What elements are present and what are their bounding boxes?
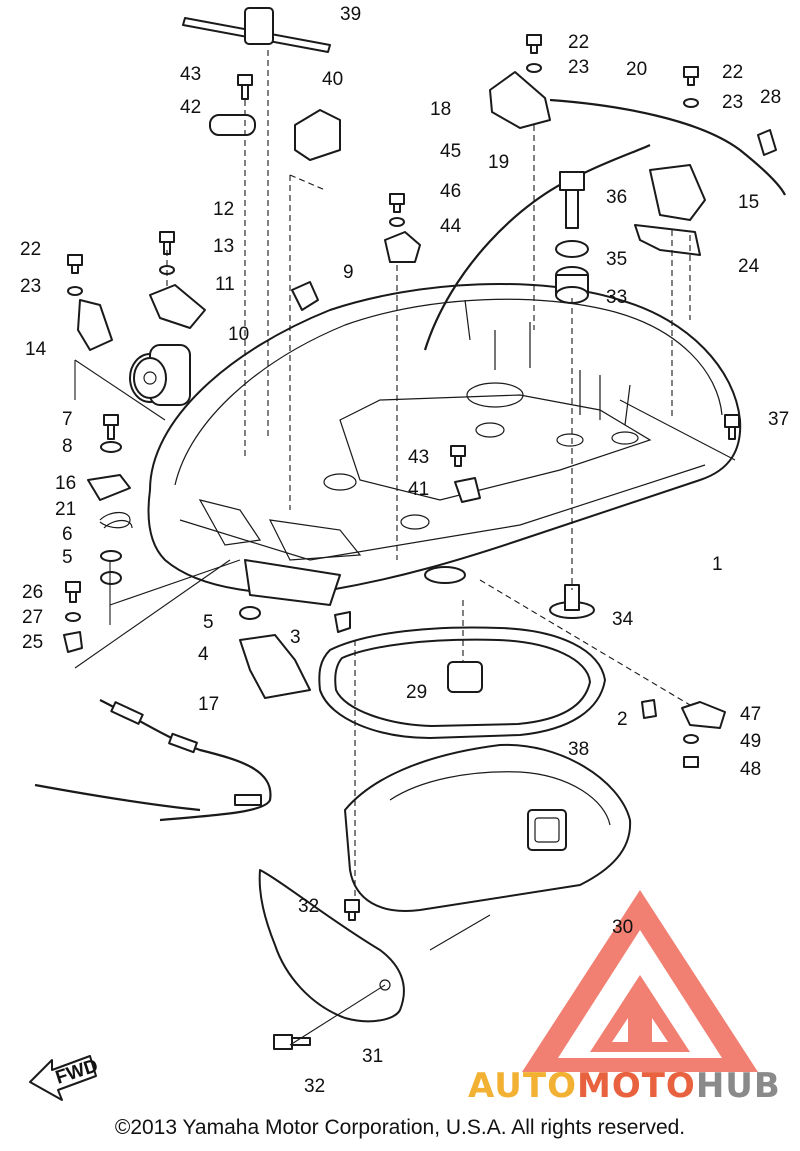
callout-15: 15 bbox=[738, 192, 759, 213]
callout-46: 46 bbox=[440, 181, 461, 202]
copyright-footer: ©2013 Yamaha Motor Corporation, U.S.A. A… bbox=[114, 1116, 686, 1139]
callout-23a: 23 bbox=[20, 276, 41, 297]
callout-9: 9 bbox=[343, 262, 354, 283]
small-parts bbox=[63, 7, 786, 1050]
callout-12: 12 bbox=[213, 199, 234, 220]
callout-30: 30 bbox=[612, 917, 633, 938]
callout-35: 35 bbox=[606, 249, 627, 270]
callout-16: 16 bbox=[55, 473, 76, 494]
callout-28: 28 bbox=[760, 87, 781, 108]
callout-2: 2 bbox=[617, 709, 628, 730]
callout-49: 49 bbox=[740, 731, 761, 752]
callout-23c: 23 bbox=[722, 92, 743, 113]
callout-38: 38 bbox=[568, 739, 589, 760]
callout-24: 24 bbox=[738, 256, 760, 277]
callout-5b: 5 bbox=[203, 612, 214, 633]
watermark-auto: AUTO bbox=[468, 1066, 577, 1106]
callout-14: 14 bbox=[25, 339, 47, 360]
callout-8: 8 bbox=[62, 436, 73, 457]
callout-6: 6 bbox=[62, 524, 73, 545]
remote-cable-part-17 bbox=[34, 699, 272, 822]
fwd-arrow-icon: FWD bbox=[29, 1055, 101, 1101]
callout-25: 25 bbox=[22, 632, 43, 653]
callout-22c: 22 bbox=[722, 62, 743, 83]
callout-13: 13 bbox=[213, 236, 234, 257]
callout-3: 3 bbox=[290, 627, 301, 648]
watermark-logo: AUTOMOTOHUB bbox=[468, 1066, 781, 1106]
callout-22a: 22 bbox=[20, 239, 41, 260]
callout-5a: 5 bbox=[62, 547, 73, 568]
callout-34: 34 bbox=[612, 609, 634, 630]
callout-37: 37 bbox=[768, 409, 789, 430]
callout-45: 45 bbox=[440, 141, 461, 162]
callout-17: 17 bbox=[198, 694, 219, 715]
leader-lines bbox=[74, 50, 736, 1046]
callout-26: 26 bbox=[22, 582, 43, 603]
side-cover-part-31 bbox=[258, 869, 405, 1023]
callout-11: 11 bbox=[215, 274, 235, 295]
callout-40: 40 bbox=[322, 69, 343, 90]
callout-36: 36 bbox=[606, 187, 627, 208]
callout-18: 18 bbox=[430, 99, 451, 120]
bottom-cowling-part-1 bbox=[147, 283, 742, 606]
callout-39: 39 bbox=[340, 4, 361, 25]
callout-10: 10 bbox=[228, 324, 249, 345]
callout-7: 7 bbox=[62, 409, 73, 430]
callout-32a: 32 bbox=[298, 896, 319, 917]
callout-20: 20 bbox=[626, 59, 647, 80]
callout-43a: 43 bbox=[180, 64, 201, 85]
callout-29: 29 bbox=[406, 682, 427, 703]
lower-cover-part-30 bbox=[344, 743, 632, 912]
callout-32b: 32 bbox=[304, 1076, 325, 1097]
watermark-hub: HUB bbox=[695, 1066, 781, 1106]
callout-43b: 43 bbox=[408, 447, 429, 468]
callout-19: 19 bbox=[488, 152, 509, 173]
watermark-triangle bbox=[522, 890, 758, 1072]
callout-23b: 23 bbox=[568, 57, 589, 78]
callout-33: 33 bbox=[606, 287, 627, 308]
callout-21: 21 bbox=[55, 499, 76, 520]
callout-44: 44 bbox=[440, 216, 462, 237]
callout-1: 1 bbox=[712, 554, 723, 575]
callout-4: 4 bbox=[198, 644, 209, 665]
callout-47: 47 bbox=[740, 704, 761, 725]
callout-22b: 22 bbox=[568, 32, 589, 53]
callout-42: 42 bbox=[180, 97, 201, 118]
watermark-moto: MOTO bbox=[576, 1066, 696, 1106]
callout-41: 41 bbox=[408, 479, 429, 500]
callout-27: 27 bbox=[22, 607, 43, 628]
callout-31: 31 bbox=[362, 1046, 383, 1067]
callout-48: 48 bbox=[740, 759, 761, 780]
